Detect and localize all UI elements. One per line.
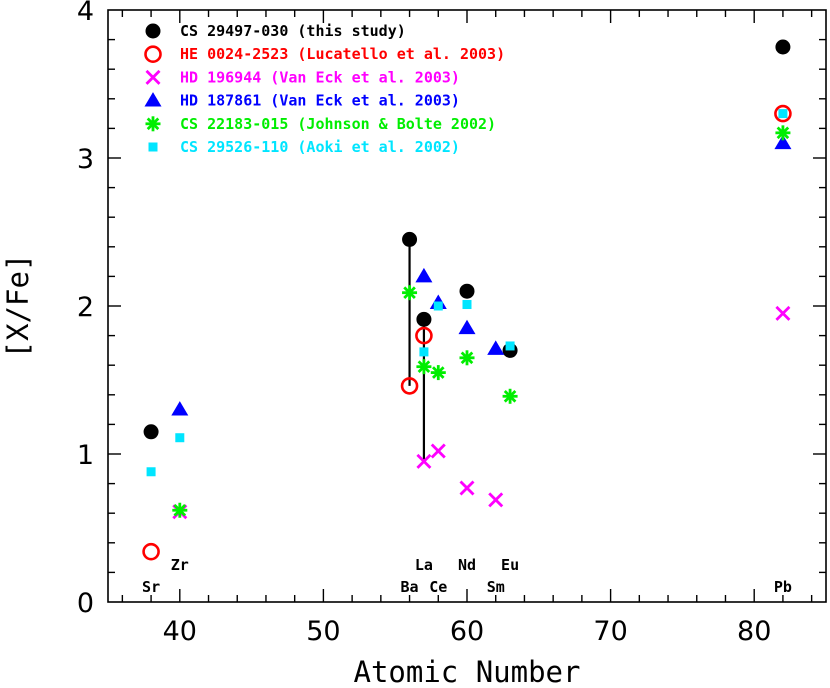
- data-point: [171, 401, 189, 416]
- x-tick-label: 80: [737, 616, 771, 647]
- data-point: [402, 285, 418, 301]
- element-label: Ba: [401, 578, 419, 596]
- element-label: Pb: [774, 578, 792, 596]
- x-tick-label: 50: [306, 616, 340, 647]
- element-label: Nd: [458, 556, 476, 574]
- data-point: [143, 424, 159, 440]
- x-tick-label: 70: [593, 616, 627, 647]
- legend-marker: [148, 142, 158, 152]
- legend-marker: [145, 23, 161, 39]
- data-point: [774, 104, 792, 123]
- data-point: [175, 433, 185, 443]
- y-tick-label: 3: [77, 144, 94, 175]
- element-label: Zr: [171, 556, 189, 574]
- legend-marker: [144, 45, 162, 64]
- x-tick-label: 40: [163, 616, 197, 647]
- legend-marker: [145, 116, 161, 132]
- y-axis-title: [X/Fe]: [1, 254, 35, 359]
- element-label: Sm: [487, 578, 505, 596]
- data-point: [416, 311, 432, 327]
- y-tick-label: 0: [77, 588, 94, 619]
- data-point: [487, 340, 505, 355]
- element-label: Sr: [142, 578, 160, 596]
- legend-label: CS 22183-015 (Johnson & Bolte 2002): [180, 115, 496, 133]
- y-tick-label: 2: [77, 292, 94, 323]
- data-point: [433, 301, 443, 311]
- data-point: [775, 125, 791, 141]
- data-point: [458, 319, 476, 335]
- legend-marker: [144, 92, 162, 107]
- data-point: [774, 134, 792, 150]
- data-point: [462, 300, 472, 310]
- data-point: [416, 359, 432, 375]
- legend-marker: [145, 69, 161, 85]
- data-point: [142, 542, 160, 561]
- data-point: [778, 109, 788, 119]
- legend: CS 29497-030 (this study) HE 0024-2523 (L…: [144, 22, 505, 156]
- y-tick-label: 4: [77, 0, 94, 27]
- data-point: [459, 283, 475, 299]
- legend-label: HD 187861 (Van Eck et al. 2003): [180, 92, 460, 110]
- legend-label: HD 196944 (Van Eck et al. 2003): [180, 68, 460, 86]
- data-point: [416, 453, 432, 469]
- axis-ticks: [108, 10, 826, 602]
- data-point: [488, 492, 504, 508]
- element-label: La: [415, 556, 433, 574]
- data-point: [505, 341, 515, 351]
- data-point: [146, 467, 156, 477]
- data-point: [430, 443, 446, 459]
- data-point: [415, 267, 433, 283]
- legend-label: CS 29497-030 (this study): [180, 22, 406, 40]
- data-point: [459, 350, 475, 366]
- data-point: [775, 39, 791, 55]
- y-tick-label: 1: [77, 440, 94, 471]
- element-label: Eu: [501, 556, 519, 574]
- tick-labels: 40 50 60 70 80 0 1 2 3 4: [77, 0, 772, 647]
- data-point: [775, 305, 791, 321]
- data-point: [172, 502, 188, 518]
- data-point: [502, 388, 518, 404]
- data-point: [459, 480, 475, 496]
- legend-label: HE 0024-2523 (Lucatello et al. 2003): [180, 45, 505, 63]
- data-point: [415, 326, 433, 345]
- data-point: [400, 377, 419, 395]
- data-point: [430, 365, 446, 381]
- x-axis-title: Atomic Number: [354, 655, 581, 688]
- data-point: [419, 347, 429, 357]
- data-points: [142, 39, 792, 561]
- data-point: [402, 231, 418, 247]
- element-label: Ce: [429, 578, 447, 596]
- x-tick-label: 60: [450, 616, 484, 647]
- legend-label: CS 29526-110 (Aoki et al. 2002): [180, 138, 460, 156]
